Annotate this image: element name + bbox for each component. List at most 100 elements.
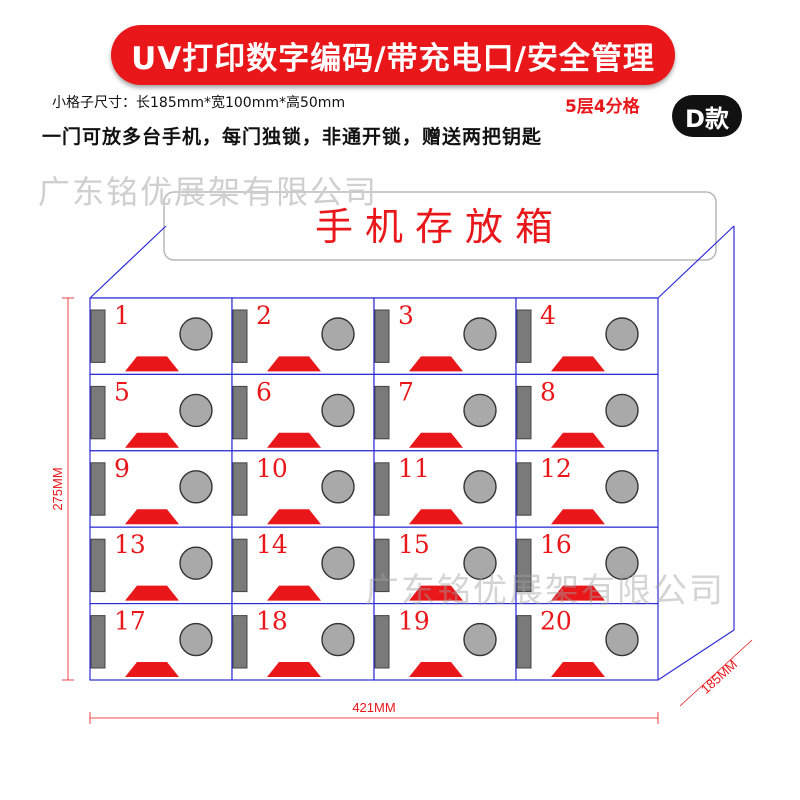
compartment-door[interactable]: 2 xyxy=(231,297,375,376)
charging-port xyxy=(551,509,605,525)
charging-port xyxy=(125,585,179,601)
charging-port xyxy=(267,432,321,448)
feature-text: 一门可放多台手机，每门独锁，非通开锁，赠送两把钥匙 xyxy=(42,126,543,148)
cabinet-header-sign xyxy=(163,191,717,261)
compartment-door[interactable]: 1 xyxy=(89,297,233,376)
compartment-number: 19 xyxy=(398,607,430,636)
charging-port xyxy=(551,356,605,372)
watermark-top: 广东铭优展架有限公司 xyxy=(38,173,379,211)
charging-port xyxy=(125,432,179,448)
lock-knob-icon xyxy=(605,622,639,657)
lock-knob-icon xyxy=(321,546,355,580)
charging-port xyxy=(409,432,463,448)
compartment-number: 20 xyxy=(540,607,572,636)
lock-plate xyxy=(516,462,532,516)
lock-knob-icon xyxy=(179,622,213,657)
depth-dimension-label: 185MM xyxy=(698,657,740,697)
model-badge: D款 xyxy=(672,95,742,137)
lock-plate xyxy=(374,615,390,669)
watermark-middle: 广东铭优展架有限公司 xyxy=(365,571,725,611)
lock-plate xyxy=(90,309,106,363)
charging-port xyxy=(409,356,463,372)
cabinet-title: 手机存放箱 xyxy=(315,205,565,249)
charging-port xyxy=(267,356,321,372)
compartment-number: 18 xyxy=(256,607,288,636)
compartment-door[interactable]: 13 xyxy=(89,526,233,605)
charging-port xyxy=(551,662,605,677)
compartment-door[interactable]: 3 xyxy=(373,297,517,376)
lock-knob-icon xyxy=(321,317,355,351)
lock-knob-icon xyxy=(605,393,639,428)
lock-knob-icon xyxy=(321,470,355,504)
compartment-number: 15 xyxy=(398,530,430,559)
compartment-door[interactable]: 4 xyxy=(515,297,659,376)
lock-plate xyxy=(90,385,106,440)
lock-knob-icon xyxy=(605,546,639,580)
compartment-door[interactable]: 17 xyxy=(89,602,233,681)
compartment-door[interactable]: 7 xyxy=(373,373,517,452)
lock-plate xyxy=(232,309,248,363)
lock-knob-icon xyxy=(463,470,497,504)
lock-knob-icon xyxy=(463,622,497,657)
compartment-number: 6 xyxy=(256,377,272,406)
charging-port xyxy=(267,509,321,525)
lock-plate xyxy=(374,385,390,440)
compartment-number: 11 xyxy=(398,454,430,483)
lock-plate xyxy=(90,538,106,593)
compartment-number: 10 xyxy=(256,454,288,483)
compartment-number: 8 xyxy=(540,377,556,406)
compartment-door[interactable]: 15 xyxy=(373,526,517,605)
compartment-door[interactable]: 5 xyxy=(89,373,233,452)
compartment-door[interactable]: 14 xyxy=(231,526,375,605)
lock-knob-icon xyxy=(179,470,213,504)
compartment-number: 17 xyxy=(114,607,146,636)
lock-plate xyxy=(232,462,248,516)
compartment-number: 7 xyxy=(398,377,414,406)
compartment-number: 13 xyxy=(114,530,146,559)
lock-plate xyxy=(232,615,248,669)
compartment-door[interactable]: 9 xyxy=(89,450,233,528)
lock-plate xyxy=(232,538,248,593)
compartment-number: 1 xyxy=(114,301,130,330)
model-badge-text: D款 xyxy=(685,104,729,133)
height-dimension-label: 275MM xyxy=(50,467,65,510)
compartment-number: 16 xyxy=(540,530,572,559)
lock-plate xyxy=(516,385,532,440)
compartment-door[interactable]: 12 xyxy=(515,450,659,528)
charging-port xyxy=(551,585,605,601)
lock-knob-icon xyxy=(179,317,213,351)
size-spec: 小格子尺寸：长185mm*宽100mm*高50mm xyxy=(52,95,346,111)
compartment-door[interactable]: 6 xyxy=(231,373,375,452)
lock-plate xyxy=(232,385,248,440)
charging-port xyxy=(267,585,321,601)
lock-plate xyxy=(516,309,532,363)
lock-plate xyxy=(90,615,106,669)
charging-port xyxy=(125,662,179,677)
compartment-door[interactable]: 19 xyxy=(373,602,517,681)
title-banner: UV打印数字编码/带充电口/安全管理 xyxy=(111,25,675,85)
compartment-door[interactable]: 8 xyxy=(515,373,659,452)
charging-port xyxy=(125,356,179,372)
compartment-number: 9 xyxy=(114,454,130,483)
compartment-door[interactable]: 20 xyxy=(515,602,659,681)
lock-plate xyxy=(374,538,390,593)
lock-knob-icon xyxy=(463,546,497,580)
charging-port xyxy=(125,509,179,525)
compartment-number: 14 xyxy=(256,530,288,559)
compartment-door[interactable]: 10 xyxy=(231,450,375,528)
lock-plate xyxy=(374,309,390,363)
compartment-door[interactable]: 11 xyxy=(373,450,517,528)
compartment-number: 4 xyxy=(540,301,556,330)
charging-port xyxy=(409,662,463,677)
compartment-door[interactable]: 18 xyxy=(231,602,375,681)
lock-plate xyxy=(516,538,532,593)
lock-plate xyxy=(90,462,106,516)
layers-label: 5层4分格 xyxy=(565,97,640,117)
lock-knob-icon xyxy=(321,393,355,428)
lock-knob-icon xyxy=(321,622,355,657)
compartment-number: 5 xyxy=(114,377,130,406)
compartment-door[interactable]: 16 xyxy=(515,526,659,605)
charging-port xyxy=(267,662,321,677)
lock-knob-icon xyxy=(179,393,213,428)
